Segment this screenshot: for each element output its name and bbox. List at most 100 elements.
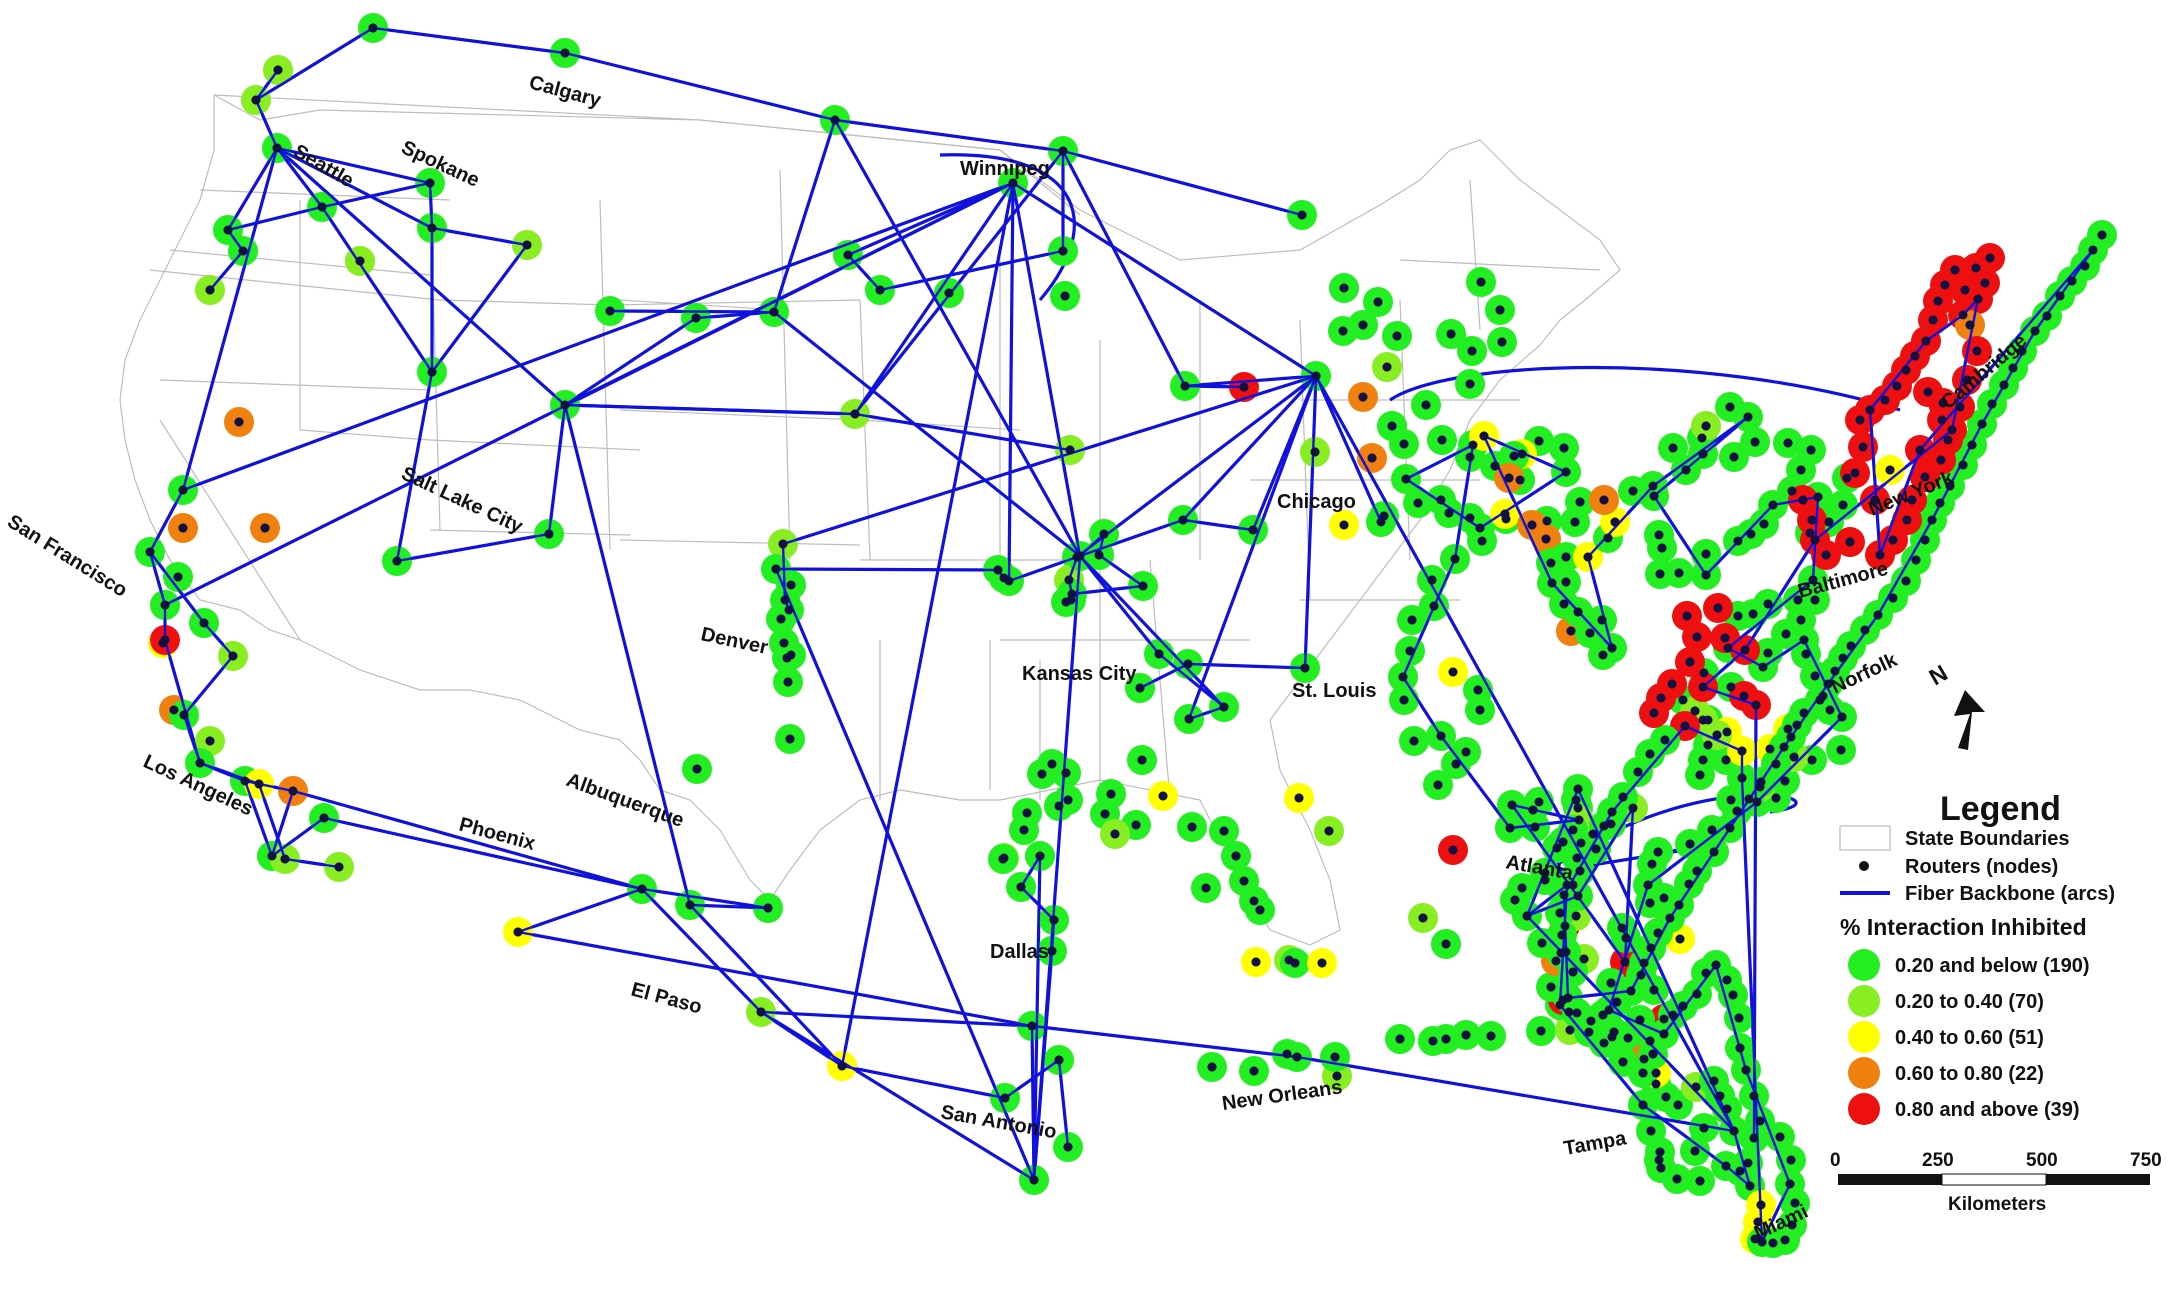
fiber-arc-overlay	[1814, 429, 1953, 541]
router-dot	[1537, 938, 1547, 948]
router-dot	[1049, 915, 1059, 925]
router-dot	[1448, 845, 1458, 855]
router-dot	[1428, 1036, 1438, 1046]
fiber-arc-overlay	[1642, 1104, 1727, 1167]
router-dot	[1427, 575, 1437, 585]
router-dot	[1540, 868, 1550, 878]
legend-class-label: 0.40 to 0.60 (51)	[1895, 1027, 2044, 1049]
fiber-arc-overlay	[564, 317, 697, 406]
router-dot	[1756, 1200, 1766, 1210]
router-dot	[944, 288, 954, 298]
router-dot	[1558, 837, 1568, 847]
fiber-arc-overlay	[1098, 554, 1144, 587]
router-dot	[1722, 727, 1732, 737]
fiber-arc-overlay	[1980, 330, 2037, 425]
router-dot	[1787, 486, 1797, 496]
router-dot	[692, 764, 702, 774]
router-dot	[1651, 1079, 1661, 1089]
fiber-arc-overlay	[255, 69, 279, 101]
router-dot	[1750, 1234, 1760, 1244]
city-label-winnipeg: Winnipeg	[960, 158, 1050, 180]
router-dot	[850, 409, 860, 419]
router-dot	[238, 246, 248, 256]
fiber-arc-overlay	[840, 182, 1015, 1067]
router-dot	[1373, 297, 1383, 307]
router-dot	[1618, 1057, 1628, 1067]
router-dot	[1294, 793, 1304, 803]
fiber-arc-overlay	[183, 655, 234, 716]
router-dot	[1653, 928, 1663, 938]
router-dot	[1515, 475, 1525, 485]
router-dot	[1570, 517, 1580, 527]
fiber-arc-overlay	[1076, 518, 1184, 559]
fiber-arc-overlay	[1184, 374, 1317, 388]
fiber-arc-overlay	[774, 568, 1036, 1181]
router-dot	[1965, 320, 1975, 330]
router-dot	[1517, 883, 1527, 893]
fiber-arc-overlay	[547, 404, 567, 535]
router-dot	[1746, 529, 1756, 539]
router-dot	[1541, 534, 1551, 544]
router-dot	[1806, 445, 1816, 455]
router-dot	[1599, 821, 1609, 831]
router-dot	[1807, 755, 1817, 765]
router-dot	[254, 779, 264, 789]
router-dot	[199, 618, 209, 628]
fiber-arc-overlay	[1727, 579, 1814, 649]
router-dot	[1064, 575, 1074, 585]
router-dot	[1743, 412, 1753, 422]
router-dot	[1407, 615, 1417, 625]
router-dot	[1575, 866, 1585, 876]
fiber-arc-overlay	[1732, 1130, 1752, 1187]
router-dot	[1409, 736, 1419, 746]
router-dot	[1530, 822, 1540, 832]
router-dot	[1888, 593, 1898, 603]
fiber-arc-overlay	[1607, 884, 1650, 1011]
router-dot	[843, 250, 853, 260]
router-dot	[1465, 379, 1475, 389]
router-dot	[1758, 662, 1768, 672]
router-dot	[1418, 913, 1428, 923]
fiber-arc-overlay	[1702, 649, 1746, 688]
router-dot	[1786, 1155, 1796, 1165]
router-dot	[1695, 770, 1705, 780]
router-dot	[1401, 474, 1411, 484]
router-dot	[1330, 1052, 1340, 1062]
router-dot	[1967, 440, 1977, 450]
router-dot	[1560, 921, 1570, 931]
router-dot	[1825, 705, 1835, 715]
router-dot	[1674, 568, 1684, 578]
router-dot	[1678, 1001, 1688, 1011]
router-dot	[1413, 498, 1423, 508]
router-dot	[1690, 1146, 1700, 1156]
router-dot	[1566, 626, 1576, 636]
fiber-arc-overlay	[1011, 182, 1082, 557]
router-dot	[1607, 807, 1617, 817]
scale-tick-0: 0	[1830, 1150, 1841, 1171]
router-dot	[1248, 525, 1258, 535]
router-dot	[1729, 1126, 1739, 1136]
router-dot	[1646, 1126, 1656, 1136]
router-dot	[1745, 1181, 1755, 1191]
router-dot	[1486, 1031, 1496, 1041]
router-dot	[1751, 700, 1761, 710]
router-dot	[1332, 1071, 1342, 1081]
router-dot	[1546, 558, 1556, 568]
router-dot	[1465, 513, 1475, 523]
router-dot	[1962, 375, 1972, 385]
router-dot	[1100, 809, 1110, 819]
router-dot	[317, 202, 327, 212]
router-dot	[2030, 326, 2040, 336]
router-dot	[1723, 643, 1733, 653]
router-dot	[1065, 445, 1075, 455]
city-label-chicago: Chicago	[1277, 491, 1356, 513]
router-dot	[1901, 576, 1911, 586]
fiber-arc-overlay	[847, 181, 1014, 257]
router-dot	[779, 638, 789, 648]
router-dot	[1737, 746, 1747, 756]
router-dot	[1542, 516, 1552, 526]
router-dot	[1441, 939, 1451, 949]
router-dot	[1448, 667, 1458, 677]
router-dot	[998, 854, 1008, 864]
router-dot	[1583, 552, 1593, 562]
